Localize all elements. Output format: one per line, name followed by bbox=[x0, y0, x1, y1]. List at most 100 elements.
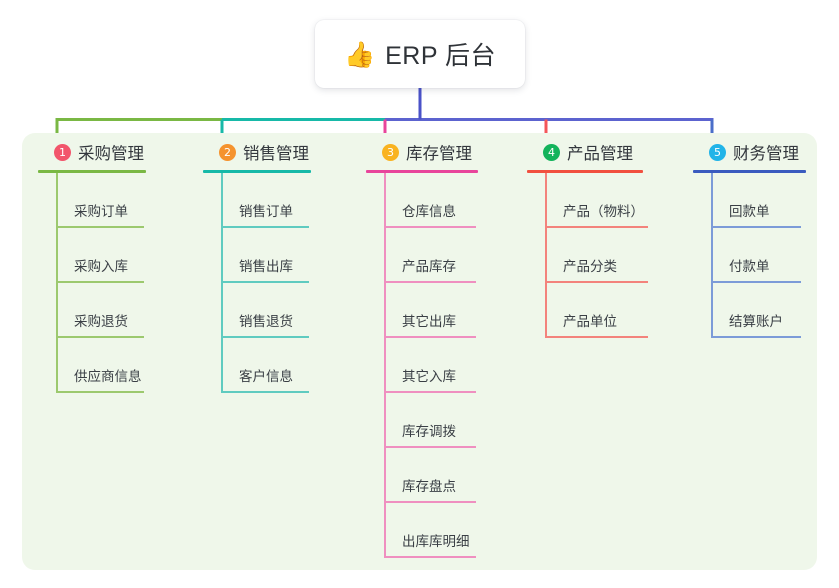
leaf-item[interactable]: 回款单 bbox=[693, 173, 839, 228]
leaf-underline bbox=[545, 226, 648, 228]
leaf-item[interactable]: 采购入库 bbox=[38, 228, 188, 283]
branch-header-5[interactable]: 5 财务管理 bbox=[693, 139, 839, 165]
leaf-underline bbox=[221, 391, 309, 393]
branch-header-2[interactable]: 2 销售管理 bbox=[203, 139, 353, 165]
branch-badge-1: 1 bbox=[54, 143, 71, 161]
leaf-label: 采购订单 bbox=[74, 204, 128, 220]
leaf-label: 销售订单 bbox=[239, 204, 293, 220]
root-node-content: 👍 ERP 后台 bbox=[344, 36, 496, 72]
leaf-underline bbox=[56, 391, 144, 393]
branch-badge-2: 2 bbox=[219, 143, 236, 161]
leaf-underline bbox=[545, 281, 648, 283]
leaf-label: 其它出库 bbox=[402, 314, 456, 330]
leaf-underline bbox=[384, 281, 476, 283]
leaf-underline bbox=[711, 336, 801, 338]
leaf-item[interactable]: 其它出库 bbox=[366, 283, 516, 338]
branch-underline-1 bbox=[38, 170, 146, 173]
leaf-spine-2 bbox=[221, 173, 223, 393]
branch-title-1: 采购管理 bbox=[78, 145, 144, 163]
leaf-underline bbox=[56, 226, 144, 228]
branch-title-4: 产品管理 bbox=[567, 145, 633, 163]
leaf-label: 库存调拨 bbox=[402, 424, 456, 440]
leaf-underline bbox=[221, 226, 309, 228]
leaf-label: 结算账户 bbox=[729, 314, 783, 330]
leaf-item[interactable]: 销售出库 bbox=[203, 228, 353, 283]
branch-column-1: 1 采购管理采购订单采购入库采购退货供应商信息 bbox=[38, 139, 188, 393]
leaf-spine-1 bbox=[56, 173, 58, 393]
leaf-underline bbox=[56, 281, 144, 283]
leaf-item[interactable]: 供应商信息 bbox=[38, 338, 188, 393]
leaf-label: 供应商信息 bbox=[74, 369, 142, 385]
branch-header-3[interactable]: 3 库存管理 bbox=[366, 139, 516, 165]
leaf-label: 回款单 bbox=[729, 204, 770, 220]
leaf-underline bbox=[56, 336, 144, 338]
leaf-spine-3 bbox=[384, 173, 386, 558]
leaf-item[interactable]: 销售退货 bbox=[203, 283, 353, 338]
leaf-spine-4 bbox=[545, 173, 547, 338]
leaf-label: 产品单位 bbox=[563, 314, 617, 330]
leaf-label: 销售退货 bbox=[239, 314, 293, 330]
leaf-underline bbox=[384, 556, 476, 558]
leaf-underline bbox=[545, 336, 648, 338]
leaf-underline bbox=[711, 281, 801, 283]
leaf-label: 产品库存 bbox=[402, 259, 456, 275]
leaf-item[interactable]: 产品分类 bbox=[527, 228, 687, 283]
leaf-underline bbox=[221, 336, 309, 338]
leaf-list-1: 采购订单采购入库采购退货供应商信息 bbox=[38, 173, 188, 393]
leaf-item[interactable]: 库存调拨 bbox=[366, 393, 516, 448]
root-title: ERP 后台 bbox=[385, 42, 497, 70]
branches-panel bbox=[22, 133, 817, 570]
leaf-item[interactable]: 销售订单 bbox=[203, 173, 353, 228]
leaf-label: 出库库明细 bbox=[402, 534, 470, 550]
leaf-list-3: 仓库信息产品库存其它出库其它入库库存调拨库存盘点出库库明细 bbox=[366, 173, 516, 558]
branch-column-3: 3 库存管理仓库信息产品库存其它出库其它入库库存调拨库存盘点出库库明细 bbox=[366, 139, 516, 558]
leaf-item[interactable]: 产品库存 bbox=[366, 228, 516, 283]
leaf-label: 产品分类 bbox=[563, 259, 617, 275]
branch-column-4: 4 产品管理产品（物料） 产品分类产品单位 bbox=[527, 139, 687, 338]
leaf-label: 采购退货 bbox=[74, 314, 128, 330]
leaf-item[interactable]: 付款单 bbox=[693, 228, 839, 283]
branch-title-3: 库存管理 bbox=[406, 145, 472, 163]
leaf-underline bbox=[384, 226, 476, 228]
branch-underline-3 bbox=[366, 170, 478, 173]
leaf-item[interactable]: 产品单位 bbox=[527, 283, 687, 338]
leaf-item[interactable]: 采购订单 bbox=[38, 173, 188, 228]
branch-column-2: 2 销售管理销售订单销售出库销售退货客户信息 bbox=[203, 139, 353, 393]
leaf-item[interactable]: 结算账户 bbox=[693, 283, 839, 338]
branch-title-5: 财务管理 bbox=[733, 145, 799, 163]
leaf-item[interactable]: 客户信息 bbox=[203, 338, 353, 393]
leaf-item[interactable]: 其它入库 bbox=[366, 338, 516, 393]
leaf-label: 库存盘点 bbox=[402, 479, 456, 495]
leaf-spine-5 bbox=[711, 173, 713, 338]
leaf-item[interactable]: 库存盘点 bbox=[366, 448, 516, 503]
leaf-item[interactable]: 出库库明细 bbox=[366, 503, 516, 558]
branch-badge-4: 4 bbox=[543, 143, 560, 161]
leaf-label: 其它入库 bbox=[402, 369, 456, 385]
leaf-list-5: 回款单付款单结算账户 bbox=[693, 173, 839, 338]
branch-underline-4 bbox=[527, 170, 643, 173]
branch-badge-5: 5 bbox=[709, 143, 726, 161]
leaf-label: 付款单 bbox=[729, 259, 770, 275]
thumbs-up-emoji: 👍 bbox=[343, 39, 376, 69]
leaf-underline bbox=[384, 391, 476, 393]
root-node[interactable]: 👍 ERP 后台 bbox=[315, 20, 525, 88]
branch-title-2: 销售管理 bbox=[243, 145, 309, 163]
leaf-label: 客户信息 bbox=[239, 369, 293, 385]
branch-column-5: 5 财务管理回款单付款单结算账户 bbox=[693, 139, 839, 338]
leaf-item[interactable]: 采购退货 bbox=[38, 283, 188, 338]
leaf-label: 仓库信息 bbox=[402, 204, 456, 220]
leaf-item[interactable]: 产品（物料） bbox=[527, 173, 687, 228]
branch-underline-5 bbox=[693, 170, 806, 173]
branch-header-1[interactable]: 1 采购管理 bbox=[38, 139, 188, 165]
leaf-underline bbox=[384, 336, 476, 338]
leaf-list-2: 销售订单销售出库销售退货客户信息 bbox=[203, 173, 353, 393]
leaf-item[interactable]: 仓库信息 bbox=[366, 173, 516, 228]
branch-badge-3: 3 bbox=[382, 143, 399, 161]
leaf-label: 采购入库 bbox=[74, 259, 128, 275]
branch-underline-2 bbox=[203, 170, 311, 173]
leaf-underline bbox=[384, 501, 476, 503]
branch-header-4[interactable]: 4 产品管理 bbox=[527, 139, 687, 165]
leaf-label: 销售出库 bbox=[239, 259, 293, 275]
leaf-underline bbox=[711, 226, 801, 228]
